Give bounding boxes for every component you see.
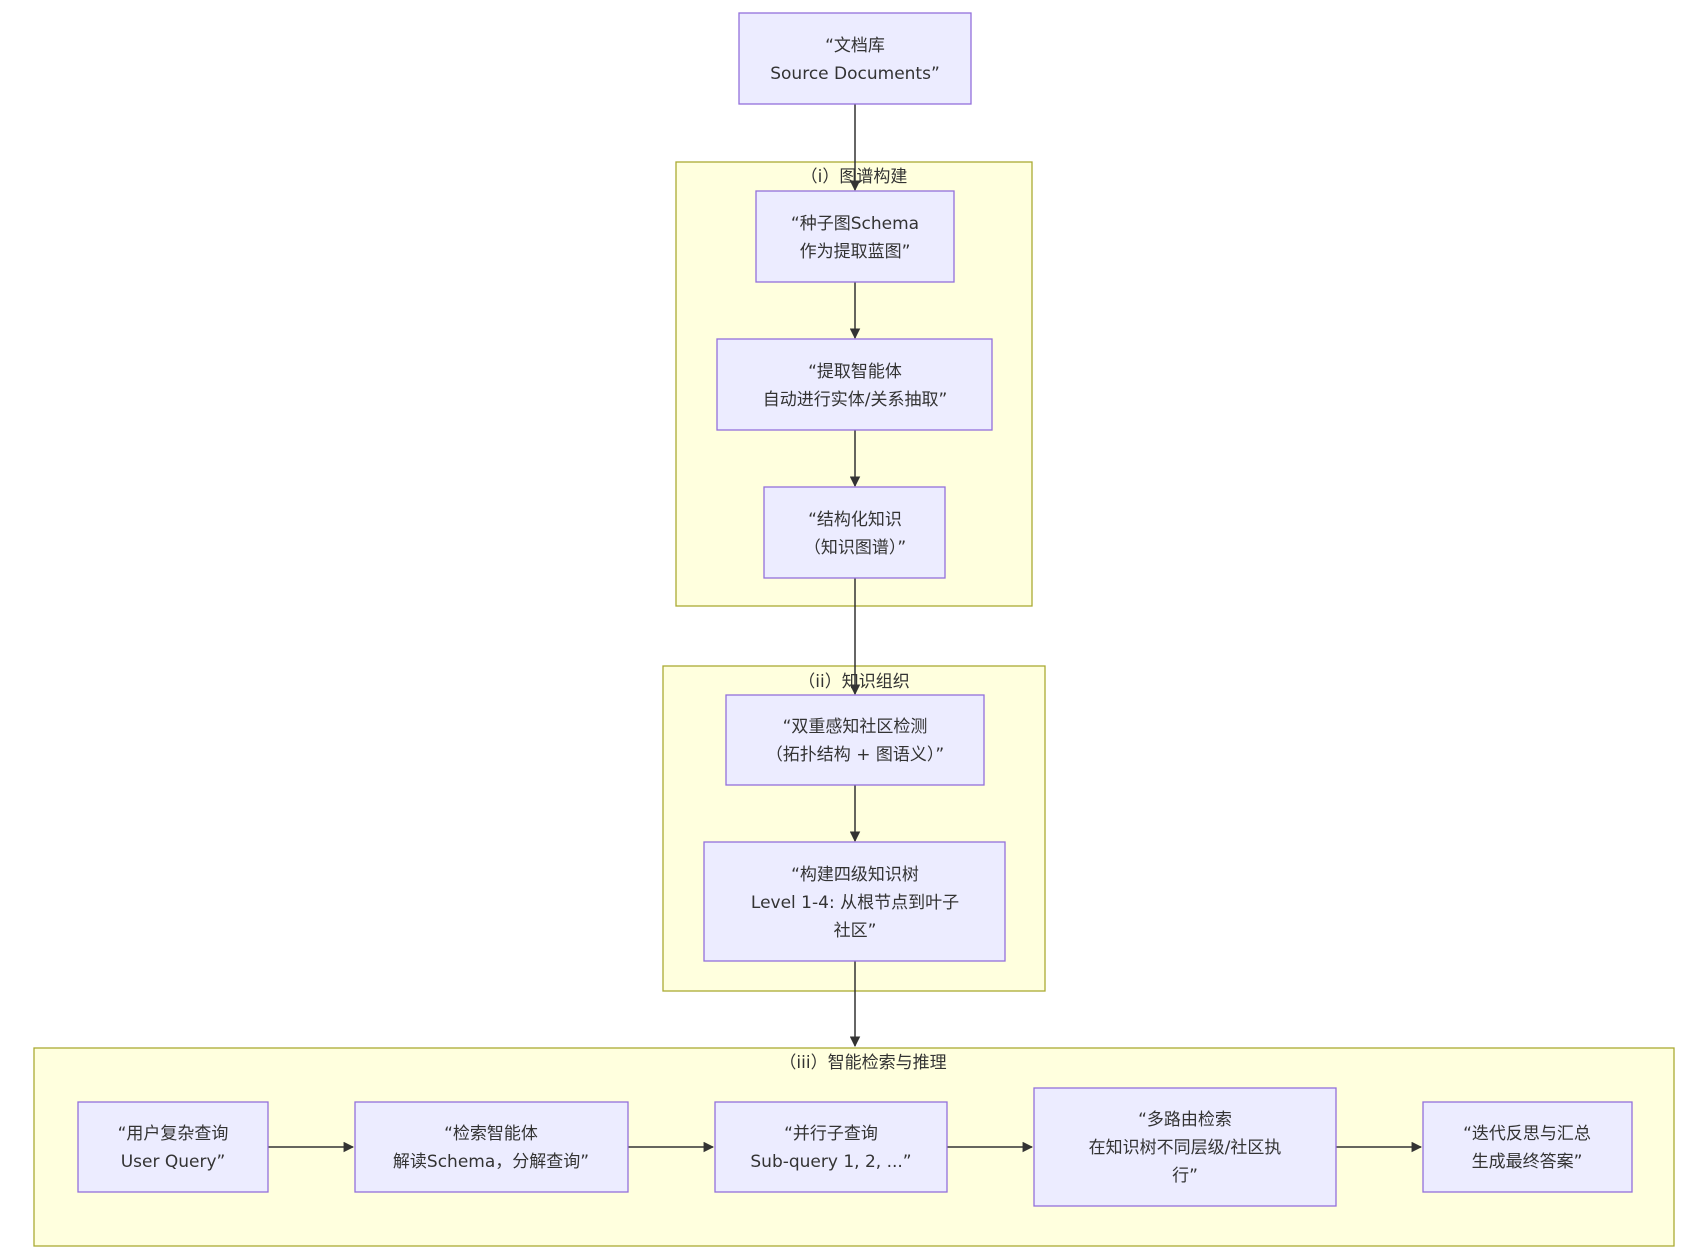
node-source-documents-line-1: “文档库 [825,36,885,56]
node-parallel-subquery-line-1: “并行子查询 [784,1124,878,1144]
node-retrieval-agent: “检索智能体 解读Schema，分解查询” [354,1101,629,1193]
cluster-knowledge-organization-label: （ii）知识组织 [798,672,909,692]
node-source-documents: “文档库 Source Documents” [738,12,972,105]
node-seed-schema-line-2: 作为提取蓝图” [800,242,911,262]
node-knowledge-tree-line-3: 社区” [834,921,877,941]
node-community-detection-line-2: （拓扑结构 + 图语义）” [766,745,944,765]
node-retrieval-agent-line-2: 解读Schema，分解查询” [393,1152,589,1172]
node-community-detection-line-1: “双重感知社区检测 [783,717,928,737]
node-seed-schema: “种子图Schema 作为提取蓝图” [755,190,955,283]
node-structured-knowledge-line-2: （知识图谱）” [804,538,906,558]
node-community-detection: “双重感知社区检测 （拓扑结构 + 图语义）” [725,694,985,786]
node-multi-route-retrieval: “多路由检索 在知识树不同层级/社区执 行” [1033,1087,1337,1207]
node-user-query-line-2: User Query” [121,1152,226,1172]
node-multi-route-retrieval-line-3: 行” [1172,1166,1198,1186]
edges [268,104,1423,1153]
cluster-graph-construction-label: （i）图谱构建 [801,167,908,187]
node-knowledge-tree-line-1: “构建四级知识树 [791,865,919,885]
node-structured-knowledge: “结构化知识 （知识图谱）” [763,486,946,579]
node-iterative-reflection: “迭代反思与汇总 生成最终答案” [1422,1101,1633,1193]
node-seed-schema-line-1: “种子图Schema [791,214,919,234]
node-extract-agent: “提取智能体 自动进行实体/关系抽取” [716,338,993,431]
node-knowledge-tree-line-2: Level 1-4: 从根节点到叶子 [751,893,959,913]
node-iterative-reflection-line-1: “迭代反思与汇总 [1463,1124,1591,1144]
cluster-retrieval-reasoning-label: （iii）智能检索与推理 [779,1053,946,1073]
node-parallel-subquery-line-2: Sub-query 1, 2, ...” [750,1152,911,1172]
node-user-query-line-1: “用户复杂查询 [118,1124,229,1144]
node-parallel-subquery: “并行子查询 Sub-query 1, 2, ...” [714,1101,948,1193]
node-multi-route-retrieval-line-1: “多路由检索 [1138,1110,1232,1130]
node-user-query: “用户复杂查询 User Query” [77,1101,269,1193]
node-structured-knowledge-line-1: “结构化知识 [808,510,902,530]
node-extract-agent-line-1: “提取智能体 [808,362,902,382]
node-multi-route-retrieval-line-2: 在知识树不同层级/社区执 [1089,1138,1282,1158]
node-iterative-reflection-line-2: 生成最终答案” [1472,1152,1583,1172]
node-extract-agent-line-2: 自动进行实体/关系抽取” [763,390,948,410]
node-retrieval-agent-line-1: “检索智能体 [444,1124,538,1144]
node-knowledge-tree: “构建四级知识树 Level 1-4: 从根节点到叶子 社区” [703,841,1006,962]
node-source-documents-line-2: Source Documents” [770,64,940,84]
